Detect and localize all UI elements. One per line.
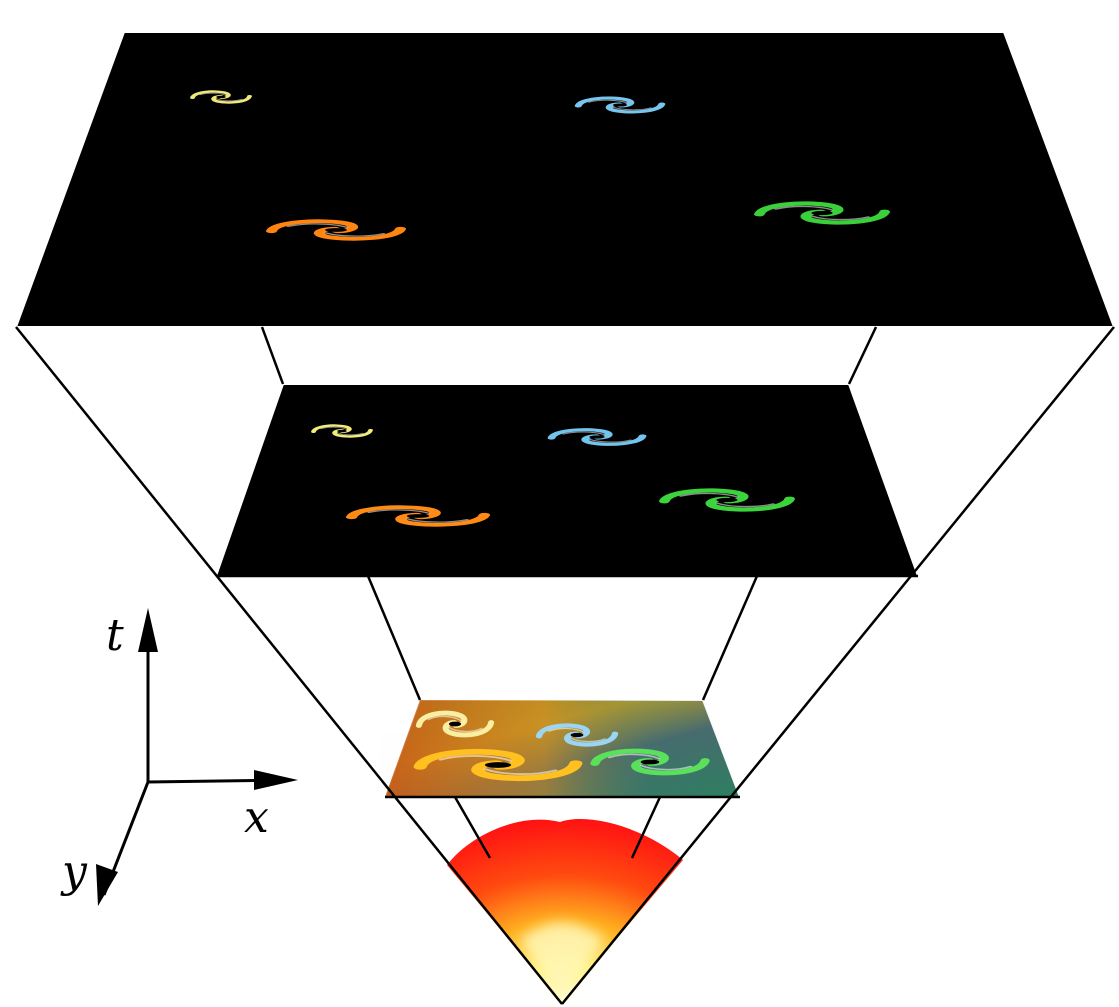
middle-yellow-galaxy-icon [312,425,372,438]
early-orange-galaxy-icon [416,750,580,780]
middle-orange-galaxy-icon [348,506,488,526]
early-blue-galaxy-icon [537,724,617,746]
top-green-galaxy-icon [756,202,888,224]
y-axis-label: y [60,846,88,897]
early-green-galaxy-icon [592,749,708,774]
middle-green-galaxy-icon [661,489,793,511]
top-blue-galaxy-icon [576,97,664,113]
t-axis-label: t [106,610,124,661]
top-orange-galaxy-icon [268,220,404,240]
top-yellow-galaxy-icon [191,91,251,104]
t-axis-arrowhead-icon [138,608,158,652]
present-epoch-panel [16,32,1114,327]
middle-epoch-panel [216,384,918,576]
x-axis-label: x [244,792,269,843]
early-yellow-galaxy-icon [417,711,493,736]
middle-blue-galaxy-icon [549,429,645,446]
x-axis-arrowhead-icon [254,770,298,790]
coordinate-axes [96,608,298,906]
early-universe-panel [385,700,740,797]
